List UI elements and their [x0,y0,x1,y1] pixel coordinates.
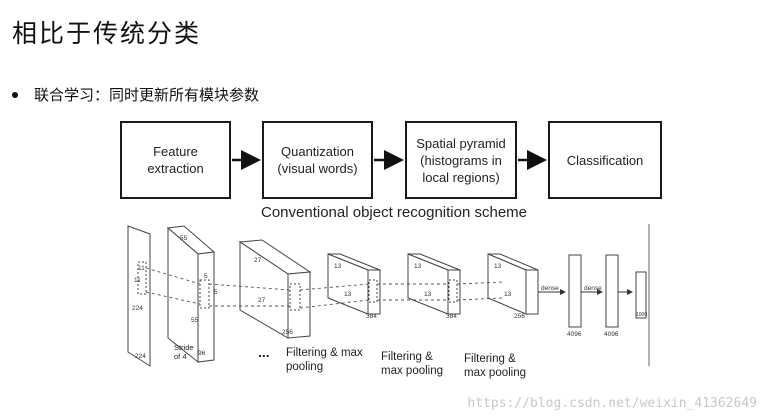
bullet-text: 联合学习：同时更新所有模块参数 [34,86,260,104]
label-conv3-depth: 384 [366,313,377,320]
label-conv3-dim: 13 [334,263,342,270]
conv1-front [167,226,199,364]
label-conv1-k: 5 [204,273,208,280]
label-conv5-depth: 256 [514,313,525,320]
label-input-side: 224 [132,305,143,312]
label-input-dim: 224 [135,353,146,360]
conv3-side [367,269,381,315]
dense-layer-1 [568,254,582,328]
label-conv5-side: 13 [504,291,512,298]
label-conv2-dim: 27 [254,257,262,264]
label-conv1-dim: 55 [180,235,188,242]
label-conv1-depth: 96 [198,350,206,357]
projection-lines [145,267,505,309]
bullet-dot-icon [12,91,18,98]
annotation-filtering-3: Filtering & max pooling [464,353,527,379]
label-out-size: 1000 [636,312,647,318]
label-input-k2: 11 [138,265,145,272]
label-conv4-side: 13 [424,291,432,298]
conv5-side [525,269,539,315]
label-conv4-depth: 384 [446,313,457,320]
conv4-kernel [448,279,458,303]
label-dense-2: dense [584,285,602,292]
conv5-front [487,253,527,315]
annotation-filtering-2: Filtering & max pooling [381,351,444,377]
input-kernel [137,261,147,295]
input-layer [127,225,151,367]
ellipsis-label: ... [258,344,270,360]
watermark: https://blog.csdn.net/weixin_41362649 [467,396,757,411]
label-conv1-k2: 5 [214,289,218,296]
conv1-kernel [199,279,210,309]
dense-layer-2 [605,254,619,328]
label-conv2-depth: 256 [282,329,293,336]
conv4-side [447,269,461,315]
output-layer [635,271,647,319]
label-conv1-side: 55 [191,317,199,324]
conv3-front [327,253,369,315]
conv1-side [197,251,215,363]
bullet-item: 联合学习：同时更新所有模块参数 [12,84,259,105]
pipeline-caption: Conventional object recognition scheme [261,204,527,221]
slide-title: 相比于传统分类 [12,19,202,48]
label-fc1-size: 4096 [567,331,582,338]
label-conv5-dim: 13 [494,263,502,270]
pipeline-box-feature-extraction: Feature extraction [120,121,231,199]
conv2-kernel [289,283,301,311]
pipeline-box-spatial-pyramid: Spatial pyramid (histograms in local reg… [405,121,517,199]
conv3-kernel [368,279,378,303]
label-fc2-size: 4096 [604,331,619,338]
label-conv4-dim: 13 [414,263,422,270]
pipeline-box-quantization: Quantization (visual words) [262,121,373,199]
conv2-front [239,241,289,339]
label-stride: Stride of 4 [174,343,194,361]
label-conv2-side: 27 [258,297,266,304]
label-conv3-side: 13 [344,291,352,298]
pipeline-box-classification: Classification [548,121,662,199]
label-dense-1: dense [541,285,559,292]
label-input-k: 11 [134,277,141,284]
annotation-filtering-1: Filtering & max pooling [286,347,363,373]
